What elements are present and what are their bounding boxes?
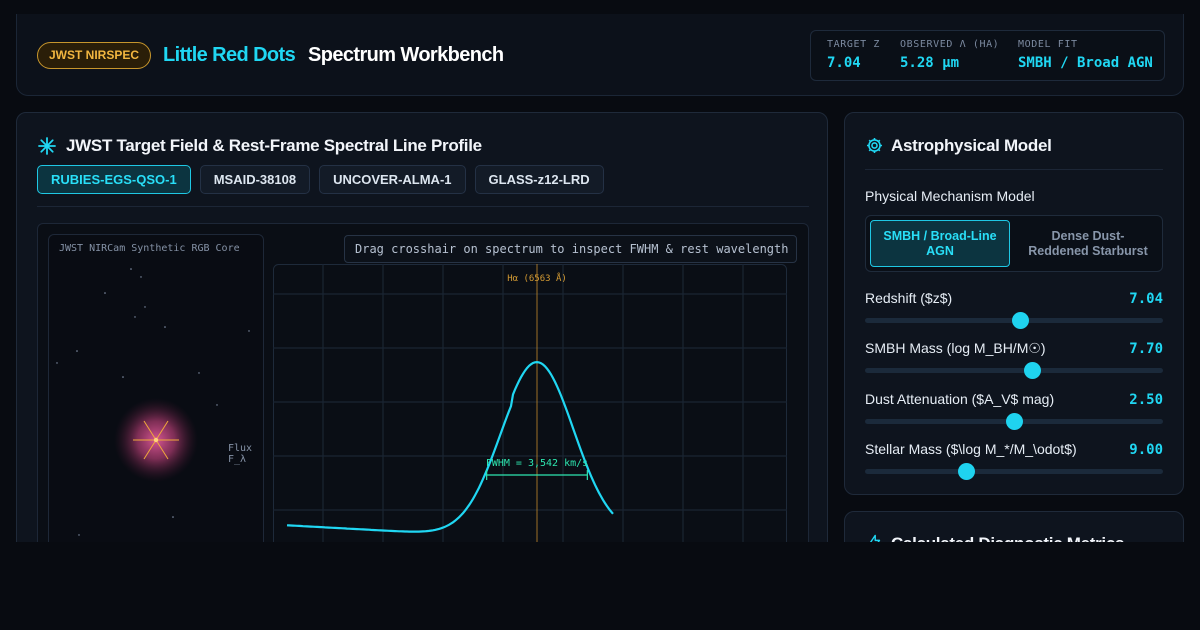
gear-icon: [866, 137, 883, 154]
tab-glass-z12-lrd[interactable]: GLASS-z12-LRD: [474, 165, 604, 194]
slider-track[interactable]: [865, 368, 1163, 373]
stat-target-z: TARGET Z 7.04: [827, 39, 880, 71]
spectral-panel: JWST Target Field & Rest-Frame Spectral …: [16, 112, 828, 553]
slider-track[interactable]: [865, 469, 1163, 474]
slider-thumb[interactable]: [1023, 362, 1041, 379]
sky-field: [56, 268, 250, 536]
mechanism-label: Physical Mechanism Model: [865, 188, 1035, 204]
spectrum-viewer: JWST NIRCam Synthetic RGB Core: [37, 223, 809, 553]
target-tabs: RUBIES-EGS-QSO-1 MSAID-38108 UNCOVER-ALM…: [37, 165, 604, 194]
fwhm-indicator: FWHM = 3,542 km/s: [486, 458, 588, 480]
slider-smbh-mass: SMBH Mass (log M_BH/M☉) 7.70: [865, 340, 1163, 380]
option-dusty-starburst[interactable]: Dense Dust-Reddened Starburst: [1028, 228, 1148, 258]
slider-stellar-mass: Stellar Mass ($\log M_*/M_\odot$) 9.00: [865, 441, 1163, 481]
slider-thumb[interactable]: [1011, 312, 1029, 329]
divider: [37, 206, 809, 207]
line-marker-label: Hα (6563 Å): [507, 272, 567, 284]
nircam-sky-view[interactable]: JWST NIRCam Synthetic RGB Core: [48, 234, 264, 552]
slider-dust-attenuation: Dust Attenuation ($A_V$ mag) 2.50: [865, 391, 1163, 431]
slider-thumb[interactable]: [1006, 413, 1023, 430]
instrument-badge: JWST NIRSPEC: [37, 42, 152, 69]
viewport-cutoff: [0, 542, 1200, 630]
plot-grid: [273, 264, 787, 552]
target-stats: TARGET Z 7.04 OBSERVED Λ (HA) 5.28 μm MO…: [810, 30, 1165, 81]
fwhm-label: FWHM = 3,542 km/s: [486, 458, 588, 469]
model-panel-title: Astrophysical Model: [891, 136, 1052, 155]
panel-title: JWST Target Field & Rest-Frame Spectral …: [66, 136, 482, 155]
sparkle-icon: [38, 137, 56, 155]
app-header: JWST NIRSPEC Little Red Dots Spectrum Wo…: [16, 14, 1184, 96]
mechanism-toggle: SMBH / Broad-Line AGN Dense Dust-Reddene…: [865, 215, 1163, 272]
tab-msaid-38108[interactable]: MSAID-38108: [199, 165, 311, 194]
spectrum-hint: Drag crosshair on spectrum to inspect FW…: [344, 235, 797, 263]
tab-rubies-egs-qso-1[interactable]: RUBIES-EGS-QSO-1: [37, 165, 191, 194]
flux-axis-label: Flux F_λ: [228, 443, 253, 465]
plot-frame: [273, 264, 787, 552]
spectrum-plot[interactable]: Hα (6563 Å) FWHM = 3,542 km/s: [273, 264, 787, 553]
stat-model-fit: MODEL FIT SMBH / Broad AGN: [1018, 39, 1153, 71]
background-stars: [56, 268, 250, 536]
spectrum-line: [286, 360, 614, 533]
tab-uncover-alma-1[interactable]: UNCOVER-ALMA-1: [319, 165, 466, 194]
stat-observed-lambda: OBSERVED Λ (HA) 5.28 μm: [900, 39, 1000, 71]
app-subtitle: Spectrum Workbench: [308, 44, 504, 66]
astrophysical-model-panel: Astrophysical Model Physical Mechanism M…: [844, 112, 1184, 495]
divider: [865, 169, 1163, 170]
sky-label: JWST NIRCam Synthetic RGB Core: [59, 243, 240, 254]
slider-redshift: Redshift ($z$) 7.04: [865, 290, 1163, 330]
source-centroid: [153, 437, 159, 443]
slider-thumb[interactable]: [958, 463, 976, 480]
brand-title: Little Red Dots: [163, 44, 296, 66]
option-smbh-agn[interactable]: SMBH / Broad-Line AGN: [870, 220, 1010, 267]
